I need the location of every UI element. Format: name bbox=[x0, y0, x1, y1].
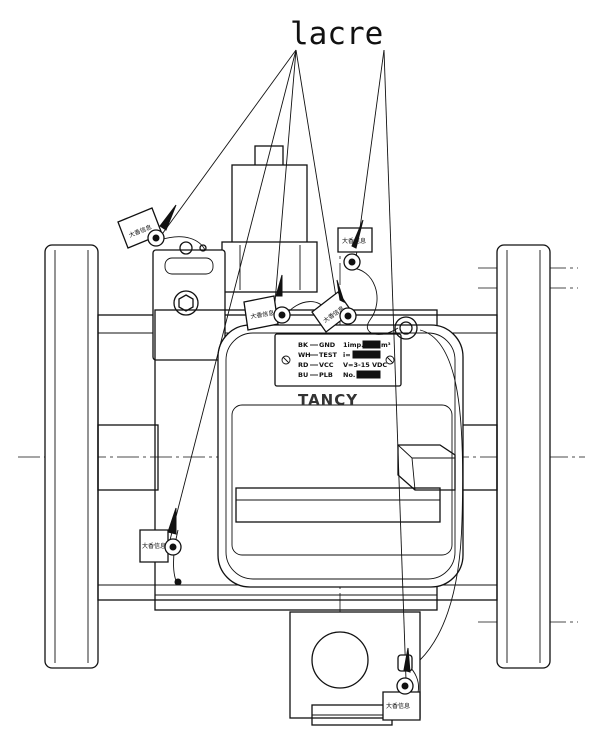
svg-text:VCC: VCC bbox=[319, 361, 334, 369]
left-flange bbox=[44, 244, 99, 669]
nameplate: BK GND WH TEST RD VCC BU PLB 1imp.= bbox=[274, 333, 402, 387]
svg-text:大香信息: 大香信息 bbox=[142, 542, 166, 550]
unit-m3: m³ bbox=[381, 341, 391, 349]
wire-row: BU PLB bbox=[298, 371, 333, 379]
svg-text:RD: RD bbox=[298, 361, 309, 369]
svg-text:BK: BK bbox=[298, 341, 309, 349]
wire-row: RD VCC bbox=[298, 361, 334, 369]
callout-leaders bbox=[159, 49, 407, 681]
index-cover bbox=[217, 324, 464, 588]
seal: 大香信息 bbox=[382, 647, 421, 721]
solenoid-valve bbox=[221, 145, 318, 293]
seal: 大香信息 bbox=[337, 219, 373, 271]
brand-logo: TANCY bbox=[298, 391, 358, 409]
spec-imp: 1imp.= bbox=[343, 341, 369, 349]
spec-voltage: V=3-15 VDC bbox=[343, 361, 387, 369]
bracket-screws bbox=[179, 241, 207, 255]
seal: 大香信息 bbox=[117, 204, 177, 249]
svg-text:GND: GND bbox=[319, 341, 336, 349]
svg-text:大香信息: 大香信息 bbox=[386, 702, 410, 710]
seal: 大香信息 bbox=[311, 279, 357, 333]
spec-lines: 1imp.= m³ i= V=3-15 VDC No. bbox=[343, 340, 391, 379]
wire-legend: BK GND WH TEST RD VCC BU PLB bbox=[298, 341, 338, 379]
spec-i: i= bbox=[343, 351, 351, 359]
svg-text:WH: WH bbox=[298, 351, 311, 359]
spec-no: No. bbox=[343, 371, 355, 379]
seal: 大香信息 bbox=[139, 507, 182, 586]
left-bracket bbox=[152, 249, 226, 361]
svg-text:TEST: TEST bbox=[319, 351, 338, 359]
right-flange bbox=[496, 244, 551, 669]
seal: 大香信息 bbox=[243, 274, 291, 331]
wire-row: BK GND bbox=[298, 341, 336, 349]
svg-text:BU: BU bbox=[298, 371, 308, 379]
wire-row: WH TEST bbox=[298, 351, 338, 359]
cover-screw bbox=[394, 316, 418, 340]
callout-label: lacre bbox=[290, 16, 383, 52]
svg-text:PLB: PLB bbox=[319, 371, 333, 379]
